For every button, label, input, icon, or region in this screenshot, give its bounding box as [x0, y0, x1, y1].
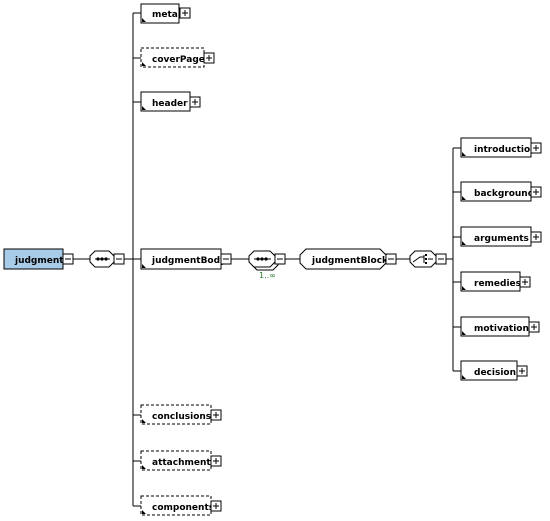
expand-icon[interactable]	[530, 186, 542, 198]
collapse-icon[interactable]	[62, 253, 74, 265]
node-motivation-label: motivation	[474, 324, 529, 334]
expand-icon[interactable]	[530, 231, 542, 243]
sequence-compositor-repeating: 1..∞	[248, 250, 286, 280]
expand-icon[interactable]	[210, 409, 222, 421]
node-motivation[interactable]: motivation	[460, 316, 540, 337]
node-remedies[interactable]: remedies	[460, 271, 531, 292]
node-components-label: components	[152, 503, 214, 513]
node-components[interactable]: components	[140, 495, 222, 516]
collapse-icon[interactable]	[220, 253, 232, 265]
expand-icon[interactable]	[210, 455, 222, 467]
node-introduction[interactable]: introduction	[460, 137, 542, 158]
expand-icon[interactable]	[210, 500, 222, 512]
node-remedies-label: remedies	[474, 279, 521, 289]
expand-icon[interactable]	[528, 321, 540, 333]
collapse-icon[interactable]	[274, 253, 286, 265]
node-attachments[interactable]: attachments	[140, 450, 222, 471]
node-background-label: background	[474, 189, 534, 199]
node-background[interactable]: background	[460, 181, 542, 202]
node-decision[interactable]: decision	[460, 360, 528, 381]
expand-icon[interactable]	[516, 365, 528, 377]
node-judgmentBlock-label: judgmentBlock	[311, 256, 389, 266]
cardinality-label: 1..∞	[259, 271, 276, 280]
node-conclusions[interactable]: conclusions	[140, 404, 222, 425]
choice-compositor	[409, 250, 447, 268]
node-meta[interactable]: meta	[140, 3, 191, 24]
node-judgment-label: judgment	[14, 256, 64, 266]
node-header-label: header	[152, 99, 188, 109]
node-judgment[interactable]: judgment	[3, 248, 74, 270]
expand-icon[interactable]	[179, 7, 191, 19]
collapse-icon[interactable]	[113, 253, 125, 265]
node-coverPage-label: coverPage	[152, 55, 205, 65]
node-introduction-label: introduction	[474, 145, 537, 155]
expand-icon[interactable]	[189, 96, 201, 108]
node-arguments-label: arguments	[474, 234, 529, 244]
node-attachments-label: attachments	[152, 458, 216, 468]
node-arguments[interactable]: arguments	[460, 226, 542, 247]
sequence-compositor	[89, 250, 125, 268]
expand-icon[interactable]	[530, 142, 542, 154]
expand-icon[interactable]	[519, 276, 531, 288]
node-judgmentBody-label: judgmentBody	[151, 256, 226, 266]
collapse-icon[interactable]	[435, 253, 447, 265]
node-meta-label: meta	[152, 10, 178, 20]
node-judgmentBody[interactable]: judgmentBody	[140, 248, 232, 270]
node-header[interactable]: header	[140, 91, 201, 112]
expand-icon[interactable]	[203, 52, 215, 64]
connector-lines	[73, 12, 461, 507]
node-judgmentBlock[interactable]: judgmentBlock	[299, 248, 397, 270]
node-decision-label: decision	[474, 368, 516, 378]
node-coverPage[interactable]: coverPage	[140, 47, 215, 68]
collapse-icon[interactable]	[385, 253, 397, 265]
node-conclusions-label: conclusions	[152, 412, 211, 422]
